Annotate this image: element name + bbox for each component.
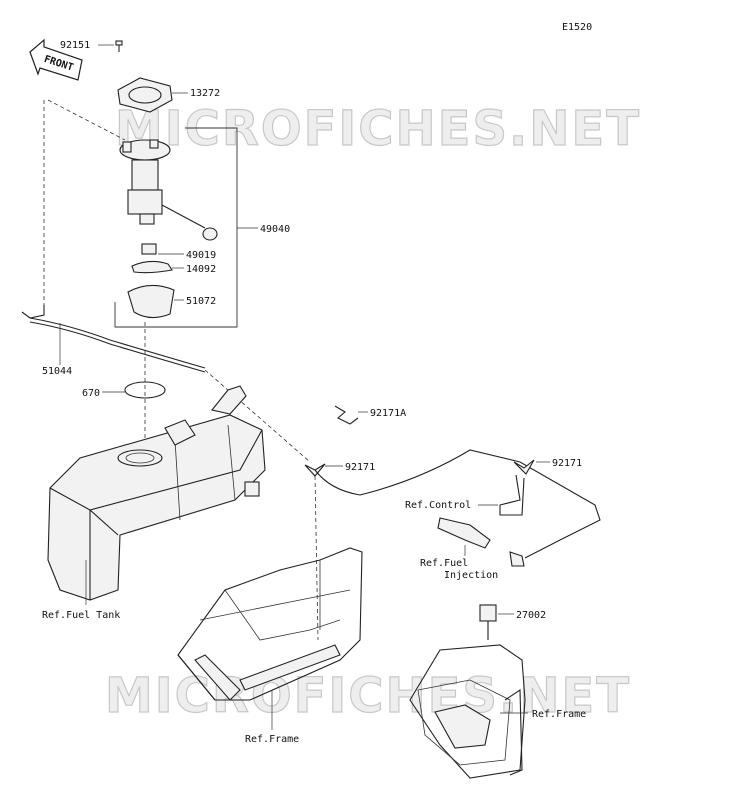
- callout-27002: 27002: [516, 610, 546, 621]
- part-49019: 49019: [141, 243, 216, 261]
- callout-49019: 49019: [186, 250, 216, 261]
- ref-control: Ref.Control: [405, 500, 471, 511]
- ref-frame-right: Ref.Frame: [532, 709, 586, 720]
- gasket-13272: 13272: [117, 77, 220, 113]
- callout-13272: 13272: [190, 88, 220, 99]
- clip-92171-centre: 92171: [304, 462, 375, 641]
- clip-92171-right: 92171: [513, 458, 582, 475]
- diagram-code: E1520: [562, 22, 592, 33]
- ref-fuel-injection-2: Injection: [444, 570, 498, 581]
- watermark-bottom: MICROFICHES.NET: [105, 668, 631, 724]
- callout-51044: 51044: [42, 366, 72, 377]
- frame-right: Ref.Frame: [409, 644, 586, 779]
- callout-92171-b: 92171: [552, 458, 582, 469]
- fuel-tank: Ref.Fuel Tank: [42, 385, 266, 621]
- filter-51072: 51072: [127, 284, 216, 319]
- callout-670: 670: [82, 388, 100, 399]
- callout-92151: 92151: [60, 40, 90, 51]
- watermark-top: MICROFICHES.NET: [115, 101, 641, 157]
- screw-92151: 92151: [60, 40, 123, 52]
- fuel-pump-assembly: [47, 99, 218, 241]
- front-arrow-icon: FRONT: [29, 38, 83, 81]
- callout-92171-a: 92171: [345, 462, 375, 473]
- control-bracket: Ref.Control: [405, 474, 525, 516]
- connector-27002: 27002: [479, 604, 546, 640]
- callout-92171A: 92171A: [370, 408, 406, 419]
- ref-fuel-injection-1: Ref.Fuel: [420, 558, 468, 569]
- callout-51072: 51072: [186, 296, 216, 307]
- assembly-bracket: [114, 127, 238, 328]
- oring-670: 670: [82, 381, 166, 399]
- fuel-line: [314, 449, 601, 559]
- part-14092: 14092: [131, 260, 216, 275]
- fuel-injector: Ref.Fuel Injection: [420, 517, 525, 581]
- callout-14092: 14092: [186, 264, 216, 275]
- ref-fuel-tank: Ref.Fuel Tank: [42, 610, 120, 621]
- frame-left: Ref.Frame: [177, 547, 363, 745]
- hose-51044: 51044: [21, 100, 311, 463]
- callout-49040: 49040: [260, 224, 290, 235]
- ref-frame-left: Ref.Frame: [245, 734, 299, 745]
- clip-92171A: 92171A: [334, 405, 406, 425]
